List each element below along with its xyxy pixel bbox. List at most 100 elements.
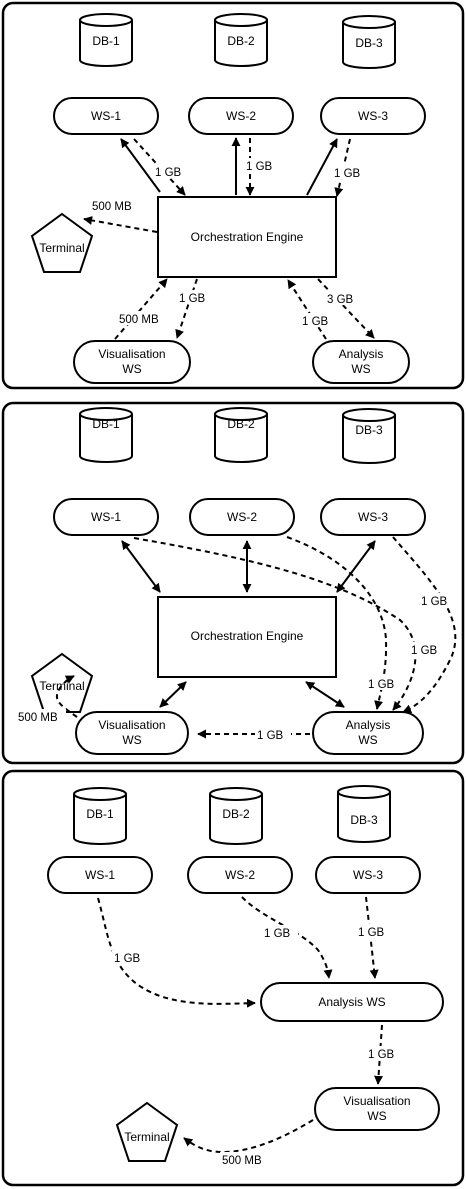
edge-label: 1 GB [155, 167, 182, 179]
edge-ws3-to-analysis [392, 536, 457, 714]
edge-label: 500 MB [222, 1155, 262, 1167]
edge-label: 1 GB [358, 927, 385, 939]
db-2-cylinder [209, 787, 263, 845]
terminal-label: Terminal [39, 241, 84, 255]
orchestration-engine-label: Orchestration Engine [191, 230, 304, 244]
edge-ws1-to-analysis [133, 537, 417, 711]
edge-label: 500 MB [119, 314, 159, 326]
db-3-label: DB-3 [355, 36, 383, 50]
visualisation-ws-label-2: WS [122, 733, 141, 747]
visualisation-ws-label-1: Visualisation [98, 718, 165, 732]
edge-engine-to-ws3 [306, 138, 338, 196]
panel-2-frame [1, 401, 465, 765]
db-2-label: DB-2 [227, 34, 255, 48]
ws-2-label: WS-2 [226, 109, 256, 123]
edge-label: 1 GB [179, 293, 206, 305]
ws-1-label: WS-1 [91, 510, 121, 524]
ws-1-label: WS-1 [85, 868, 115, 882]
edge-label: 1 GB [114, 953, 141, 965]
edge-label: 1 GB [257, 730, 284, 742]
edge-engine-visualisation-bidirectional [159, 681, 187, 708]
ws-3-label: WS-3 [358, 510, 388, 524]
terminal-label: Terminal [124, 1130, 169, 1144]
edge-engine-to-analysis [317, 278, 375, 339]
terminal-pentagon [30, 212, 94, 273]
orchestration-engine-box [157, 196, 337, 278]
visualisation-ws-node [73, 340, 191, 384]
analysis-ws-label: Analysis WS [318, 995, 385, 1009]
analysis-ws-node [260, 982, 444, 1022]
ws-1-node [47, 856, 153, 894]
edge-label: 1 GB [264, 928, 291, 940]
ws-3-node [315, 856, 421, 894]
edge-label: 1 GB [421, 596, 448, 608]
ws-2-label: WS-2 [225, 868, 255, 882]
visualisation-ws-label-1: Visualisation [98, 347, 165, 361]
analysis-ws-label-1: Analysis [339, 347, 384, 361]
panel-3: DB-1 DB-2 DB-3 WS-1 WS-2 WS-3 Analysis W… [1, 769, 465, 1187]
db-1-label: DB-1 [92, 417, 120, 431]
analysis-ws-label-1: Analysis [346, 718, 391, 732]
visualisation-ws-label-2: WS [367, 1109, 386, 1123]
edge-label: 1 GB [302, 316, 329, 328]
db-3-cylinder [342, 15, 396, 69]
edge-visualisation-to-engine [114, 278, 168, 340]
ws-1-node [53, 498, 159, 536]
edge-engine-to-terminal [83, 215, 158, 233]
edge-engine-ws3-bidirectional [336, 540, 376, 593]
panel-2: DB-1 DB-2 DB-3 WS-1 WS-2 WS-3 Orchestrat… [1, 401, 465, 765]
db-1-cylinder [73, 787, 127, 845]
edge-engine-ws1-bidirectional [121, 540, 161, 593]
ws-2-node [188, 97, 294, 135]
db-3-label: DB-3 [350, 813, 378, 827]
db-1-cylinder [79, 13, 133, 67]
analysis-ws-node [312, 711, 424, 755]
ws-2-node [189, 498, 295, 536]
visualisation-ws-node [314, 1087, 440, 1131]
db-1-label: DB-1 [92, 34, 120, 48]
edge-label: 1 GB [411, 645, 438, 657]
edge-label: 1 GB [334, 168, 361, 180]
terminal-pentagon [115, 1101, 179, 1162]
db-3-label: DB-3 [355, 423, 383, 437]
ws-3-label: WS-3 [353, 868, 383, 882]
visualisation-ws-label-2: WS [122, 362, 141, 376]
db-2-label: DB-2 [222, 807, 250, 821]
db-2-cylinder [214, 407, 268, 463]
orchestration-engine-box [157, 596, 337, 678]
analysis-ws-label-2: WS [358, 733, 377, 747]
db-2-cylinder [214, 13, 268, 67]
ws-3-node [320, 498, 426, 536]
edge-engine-to-ws1 [120, 138, 161, 193]
edge-label: 500 MB [92, 201, 132, 213]
edge-label: 1 GB [368, 679, 395, 691]
edge-engine-to-visualisation [175, 278, 198, 339]
db-3-cylinder [337, 785, 391, 843]
ws-2-node [187, 856, 293, 894]
edge-label: 500 MB [18, 712, 58, 724]
db-2-label: DB-2 [227, 417, 255, 431]
edge-visualisation-to-terminal [183, 1119, 314, 1154]
ws-3-label: WS-3 [358, 109, 388, 123]
visualisation-ws-node [75, 711, 189, 755]
ws-1-label: WS-1 [91, 109, 121, 123]
edge-ws2-to-analysis [241, 896, 333, 979]
panel-1: DB-1 DB-2 DB-3 WS-1 WS-2 WS-3 Orchestrat… [1, 1, 465, 390]
edge-analysis-to-engine [287, 279, 327, 340]
edge-label: 1 GB [368, 1049, 395, 1061]
ws-3-node [320, 97, 426, 135]
db-3-cylinder [342, 408, 396, 464]
db-1-label: DB-1 [86, 807, 114, 821]
edge-label: 3 GB [327, 294, 354, 306]
analysis-ws-label-2: WS [351, 362, 370, 376]
visualisation-ws-label-1: Visualisation [343, 1094, 410, 1108]
orchestration-engine-label: Orchestration Engine [191, 629, 304, 643]
db-1-cylinder [79, 407, 133, 463]
analysis-ws-node [312, 340, 410, 384]
edge-engine-analysis-bidirectional [305, 681, 345, 708]
edge-visualisation-to-terminal [55, 675, 78, 718]
edge-label: 1 GB [246, 161, 273, 173]
ws-2-label: WS-2 [227, 510, 257, 524]
terminal-label: Terminal [39, 679, 84, 693]
